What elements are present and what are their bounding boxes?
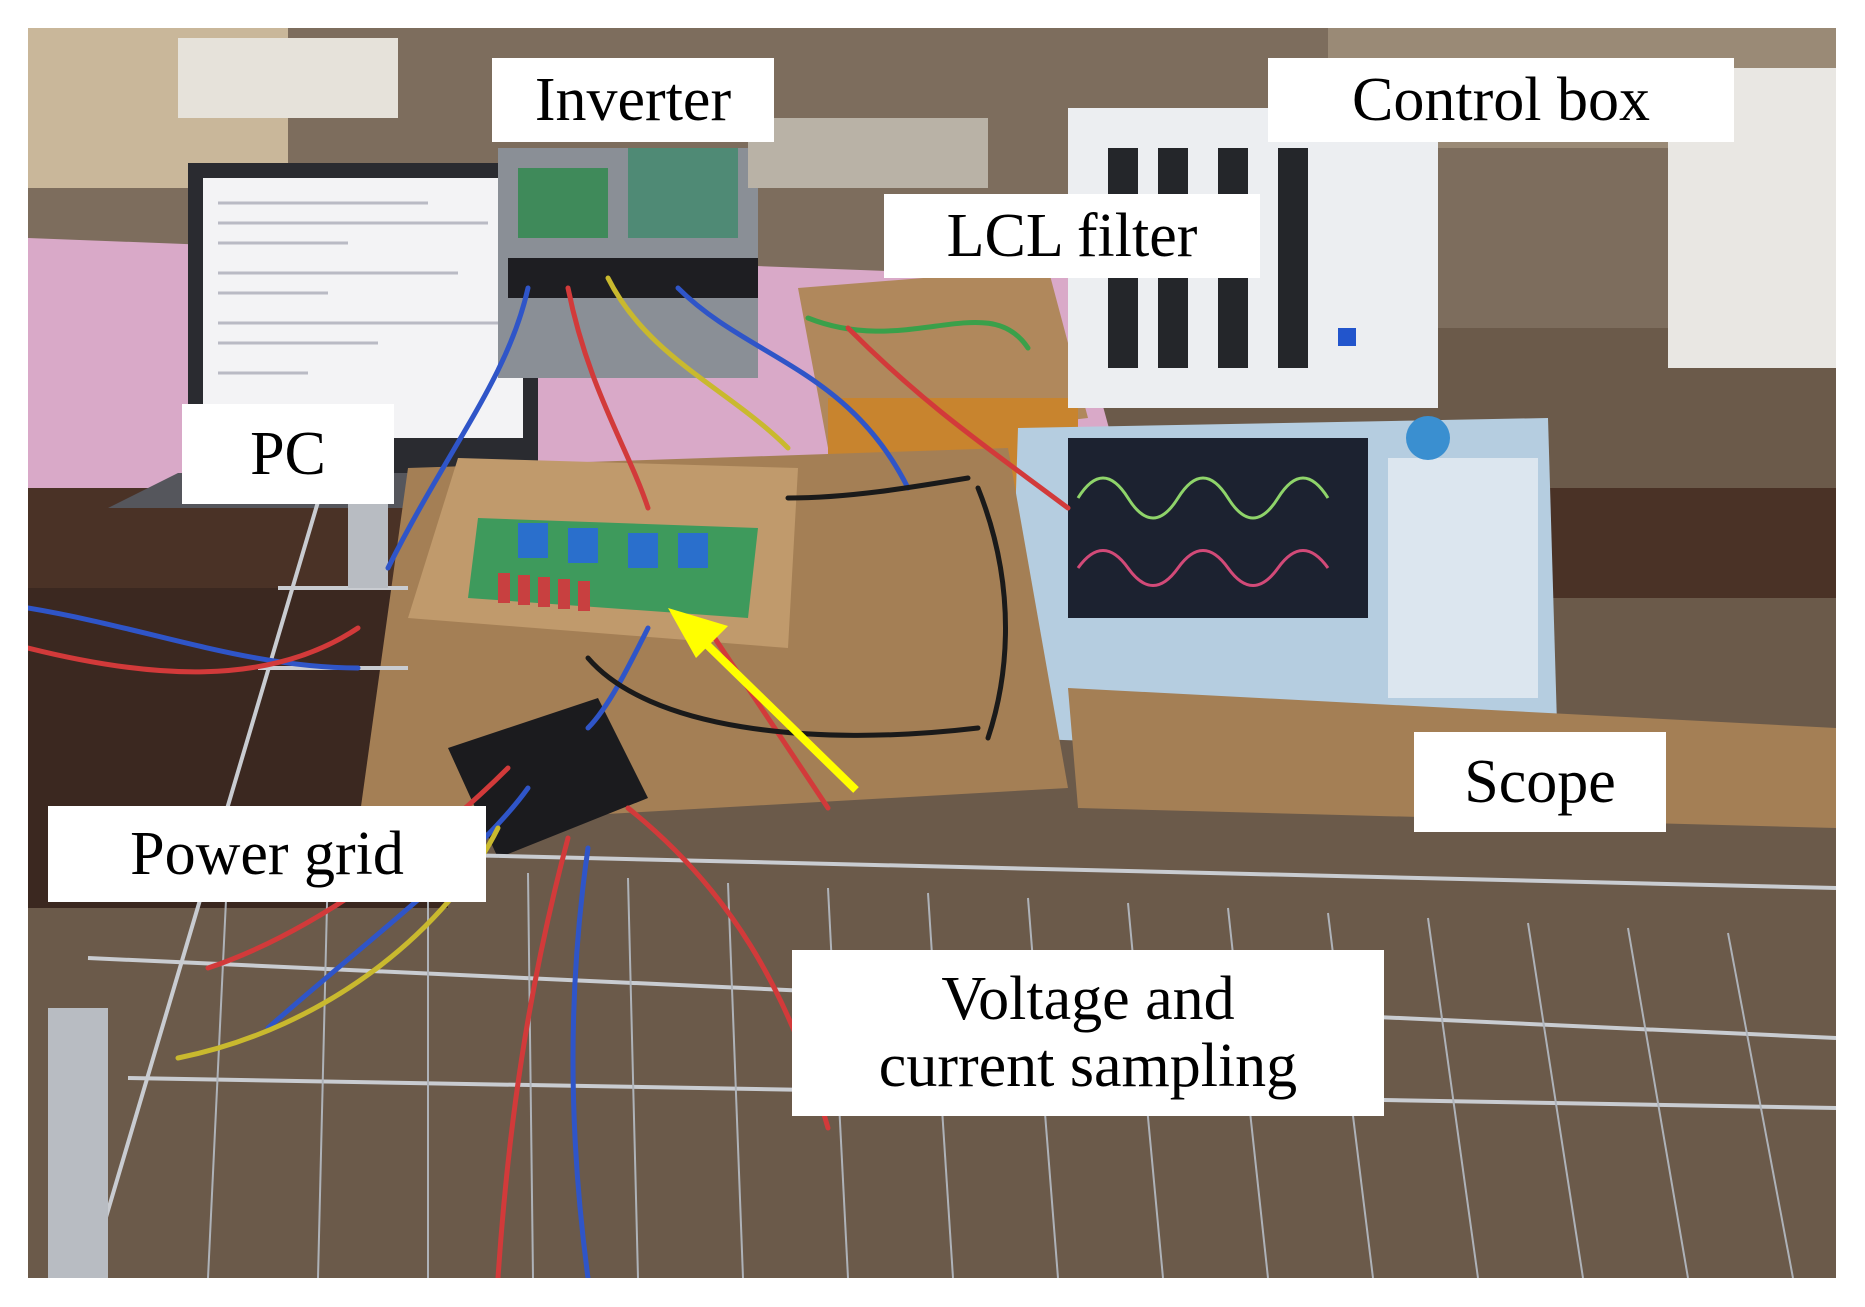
laptop-screen [203, 178, 523, 438]
shelf-post [48, 1008, 108, 1278]
label-inverter: Inverter [492, 58, 774, 142]
scope-trace-green [1076, 476, 1330, 520]
label-scope: Scope [1414, 732, 1666, 832]
inverter-board [518, 168, 608, 238]
label-power-grid: Power grid [48, 806, 486, 902]
inverter-driver-board [628, 148, 738, 238]
label-voltage-current-sampling: Voltage and current sampling [792, 950, 1384, 1116]
label-pc: PC [182, 404, 394, 504]
current-sensors [518, 523, 708, 568]
cables [28, 275, 1071, 1278]
label-sampling-line1: Voltage and [941, 965, 1235, 1034]
sampling-arrow-shaft [693, 631, 859, 793]
grid-terminal-block [448, 698, 648, 858]
scope-control-panel [1388, 458, 1538, 698]
scope-knob [1406, 416, 1450, 460]
label-control-box: Control box [1268, 58, 1734, 142]
laptop-screen-text-lines [218, 201, 498, 375]
resistors [498, 573, 590, 611]
sampling-arrow-head [668, 608, 728, 658]
label-lcl-filter: LCL filter [884, 194, 1260, 278]
control-box-switch [1338, 328, 1356, 346]
paper-stack [178, 38, 398, 118]
label-sampling-line2: current sampling [878, 1032, 1298, 1100]
scope-screen [1068, 438, 1368, 618]
scope-trace-red [1076, 549, 1330, 587]
terminal-block [508, 258, 758, 298]
motor-shaft [748, 118, 988, 188]
